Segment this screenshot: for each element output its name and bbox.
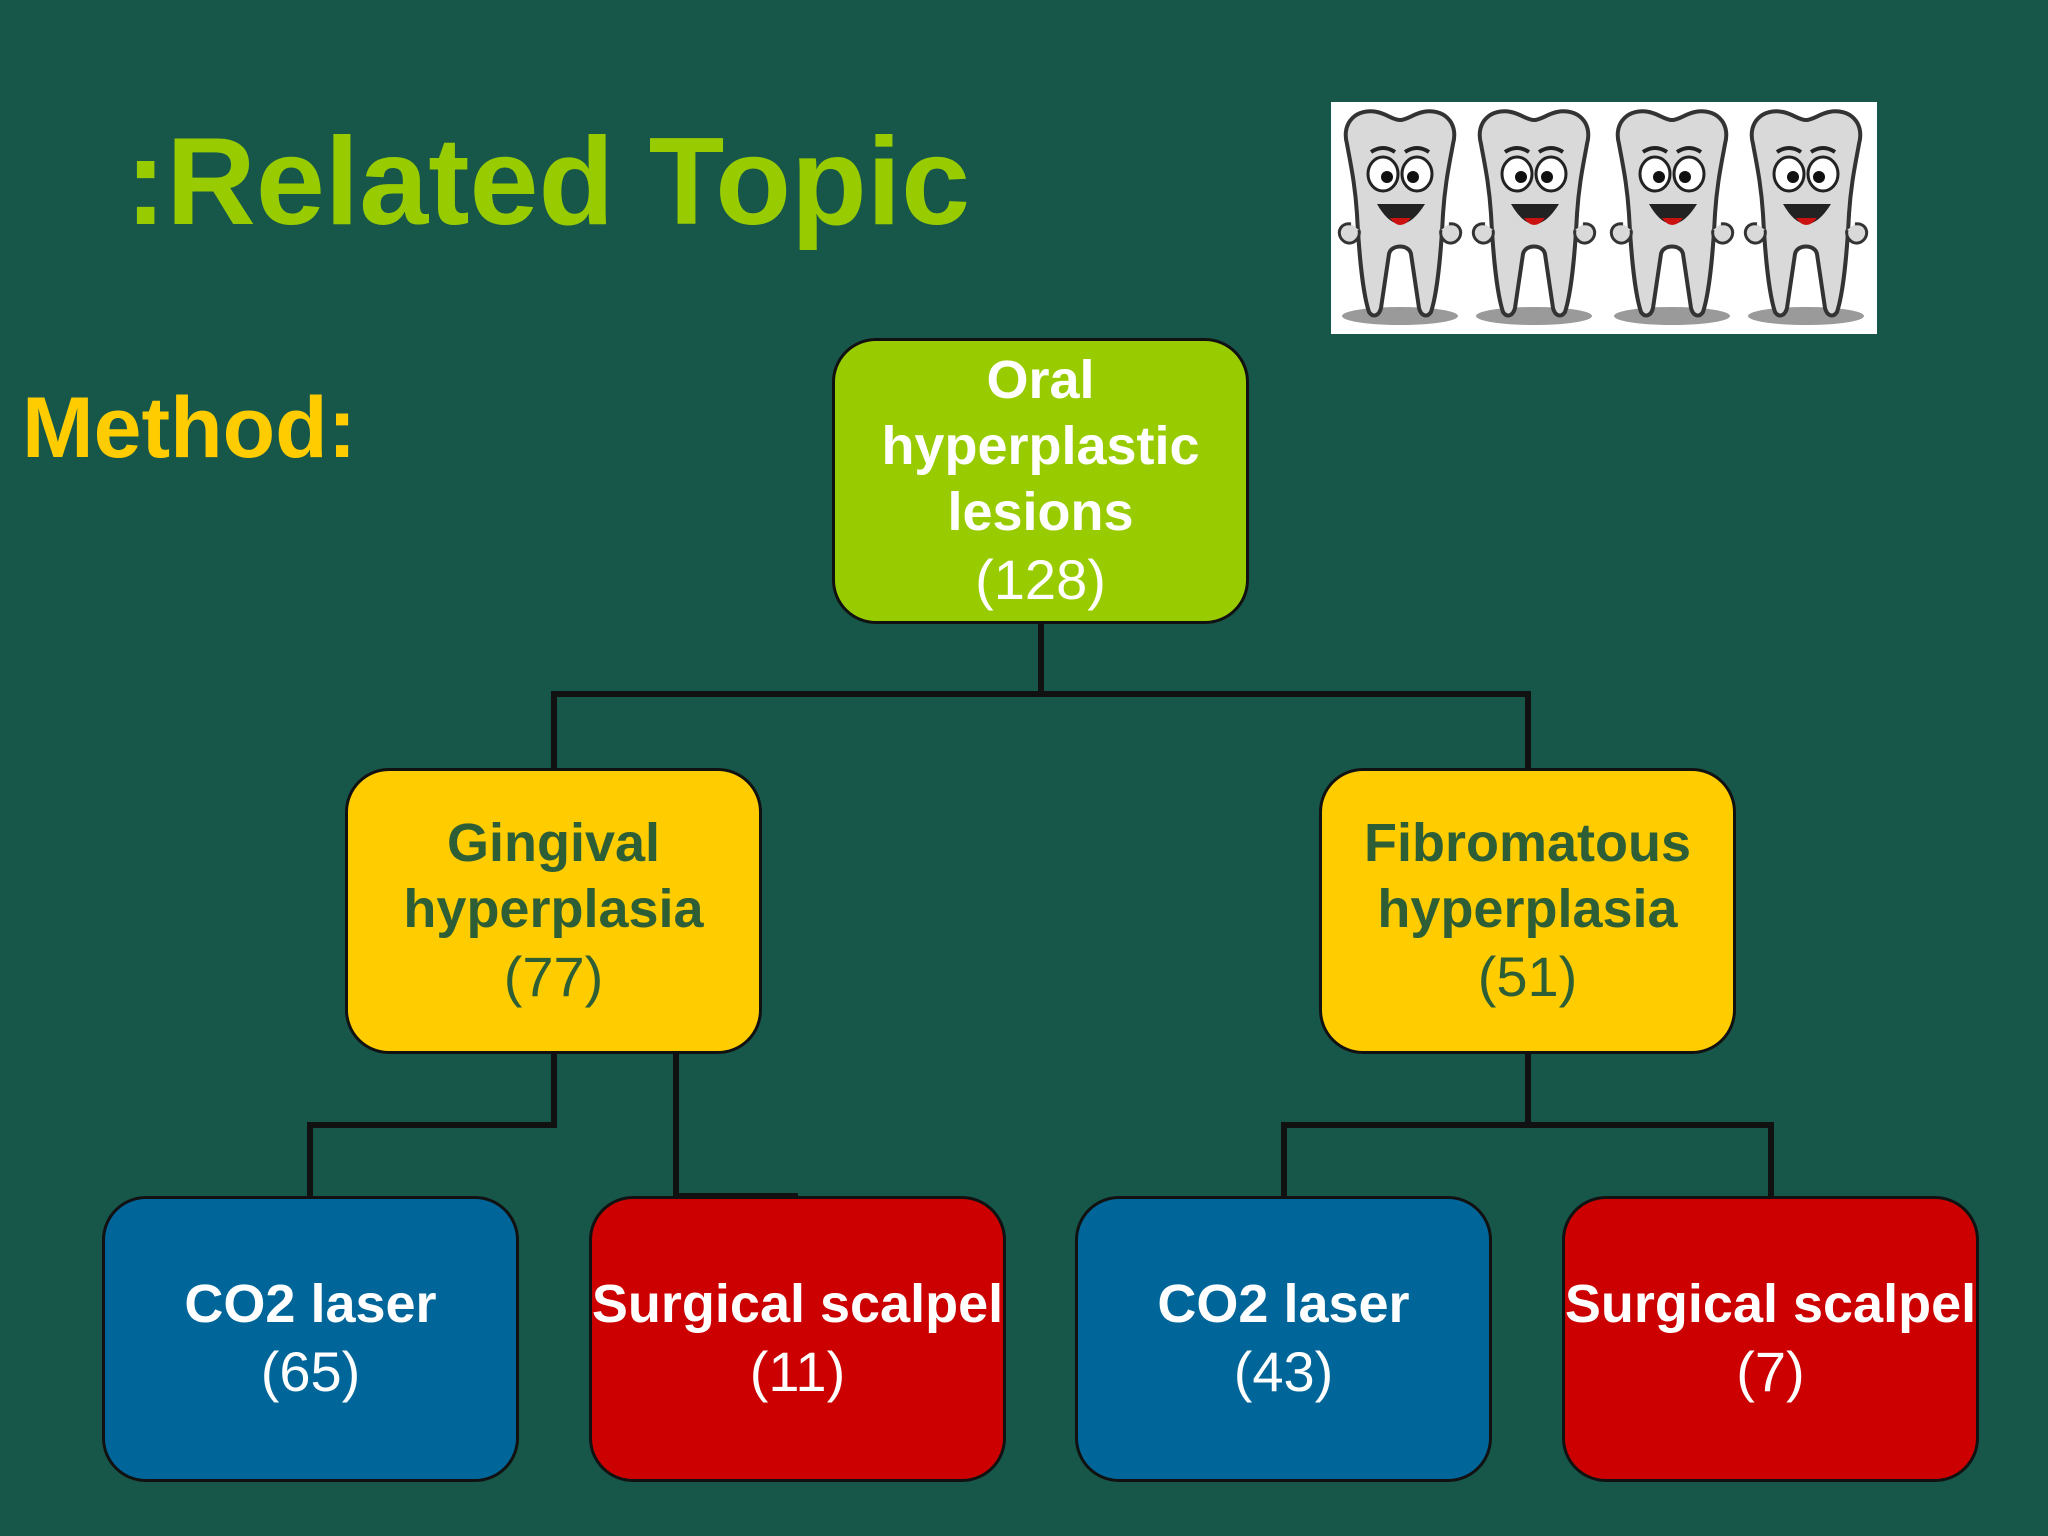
node-gingival-surgical-scalpel: Surgical scalpel (11) — [589, 1196, 1006, 1482]
node-label: Surgical scalpel — [1564, 1273, 1977, 1334]
method-heading: Method: — [22, 380, 357, 476]
node-label: CO2 laser — [184, 1273, 437, 1334]
cartoon-teeth-icon — [1331, 102, 1877, 334]
slide-title: :Related Topic — [125, 113, 971, 251]
node-label: Oral hyperplastic lesions — [881, 350, 1200, 542]
fibromatous-to-children-connector — [1281, 1054, 1774, 1196]
node-fibromatous-hyperplasia: Fibromatous hyperplasia (51) — [1319, 768, 1736, 1054]
node-label: CO2 laser — [1157, 1273, 1410, 1334]
node-count: (43) — [1233, 1339, 1334, 1403]
node-count: (11) — [749, 1339, 846, 1403]
gingival-to-co2-connector — [307, 1054, 557, 1196]
node-oral-hyperplastic-lesions: Oral hyperplastic lesions (128) — [832, 338, 1249, 624]
node-count: (128) — [975, 547, 1106, 611]
node-label: Gingival hyperplasia — [403, 812, 704, 939]
root-to-children-connector — [551, 624, 1531, 768]
gingival-to-scalpel-connector — [673, 1054, 798, 1199]
node-gingival-co2-laser: CO2 laser (65) — [102, 1196, 519, 1482]
node-count: (65) — [260, 1339, 361, 1403]
node-count: (77) — [503, 944, 604, 1008]
node-gingival-hyperplasia: Gingival hyperplasia (77) — [345, 768, 762, 1054]
node-fibromatous-co2-laser: CO2 laser (43) — [1075, 1196, 1492, 1482]
node-fibromatous-surgical-scalpel: Surgical scalpel (7) — [1562, 1196, 1979, 1482]
node-count: (51) — [1477, 944, 1578, 1008]
node-label: Surgical scalpel — [591, 1273, 1004, 1334]
node-count: (7) — [1736, 1339, 1805, 1403]
node-label: Fibromatous hyperplasia — [1363, 812, 1691, 939]
